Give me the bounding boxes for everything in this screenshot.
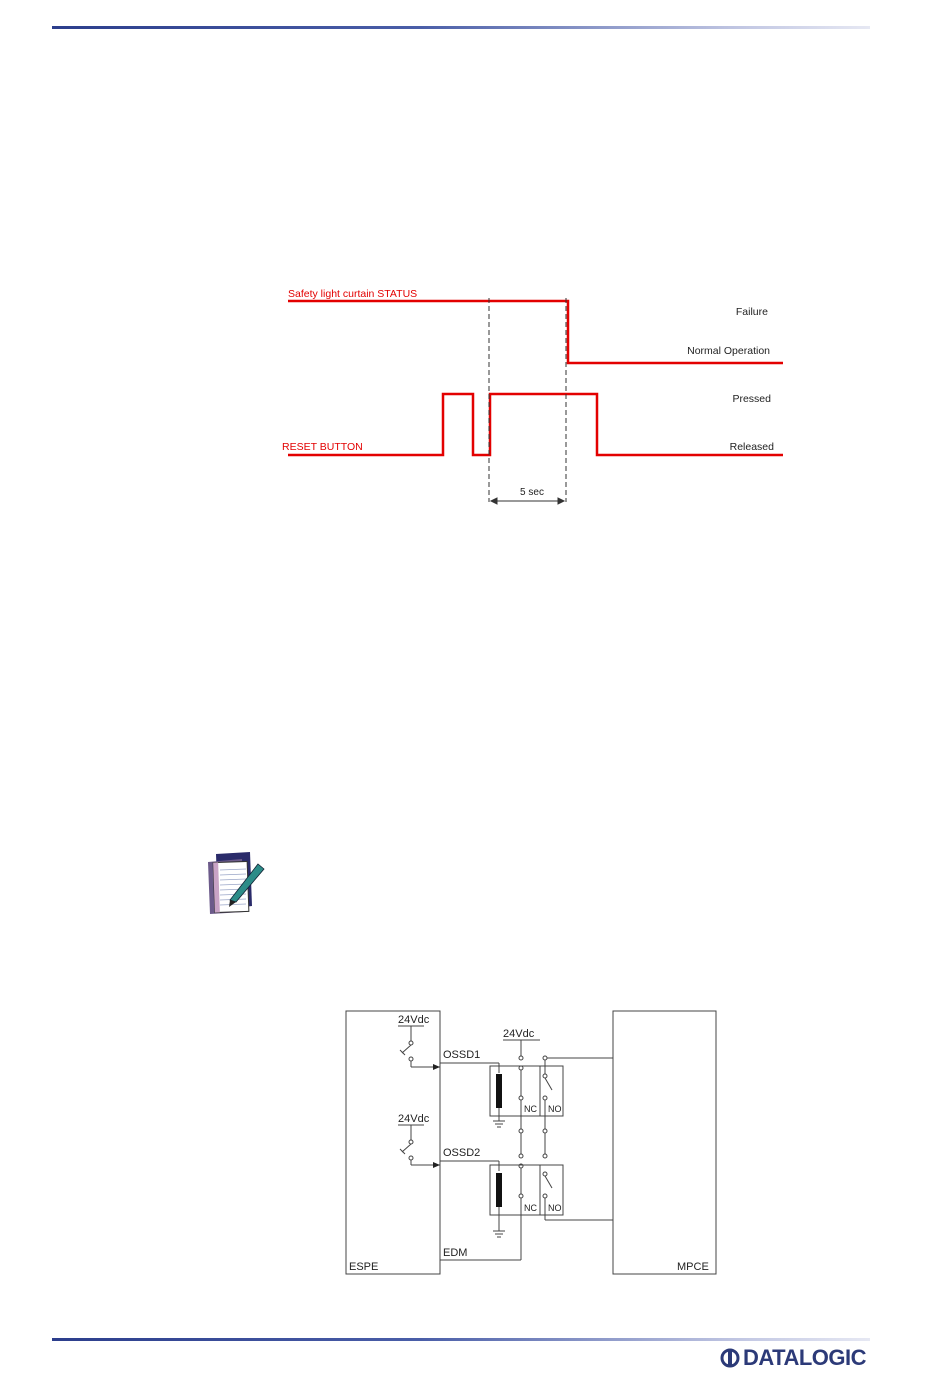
- espe-supply-2-label: 24Vdc: [398, 1113, 430, 1125]
- edm-wiring-diagram: 24Vdc 24Vdc 24Vdc OSSD1 OSSD2 EDM ESPE M…: [340, 1008, 720, 1278]
- normal-operation-label: Normal Operation: [687, 345, 770, 357]
- footer-rule: [52, 1338, 870, 1341]
- pressed-state-label: Pressed: [732, 393, 771, 405]
- reset-timing-diagram: Safety light curtain STATUS RESET BUTTON…: [270, 280, 800, 510]
- note-icon: [204, 850, 266, 916]
- header-rule: [52, 26, 870, 29]
- released-state-label: Released: [730, 441, 775, 453]
- edm-label: EDM: [443, 1247, 467, 1259]
- espe-label: ESPE: [349, 1261, 378, 1273]
- espe-block: [346, 1011, 440, 1274]
- relay-coil-k2: [496, 1173, 502, 1207]
- interval-label: 5 sec: [520, 487, 544, 498]
- failure-state-label: Failure: [736, 306, 768, 318]
- relay-supply-label: 24Vdc: [503, 1028, 535, 1040]
- relay-k1-no-label: NO: [548, 1104, 562, 1114]
- relay-k2-nc-label: NC: [524, 1203, 537, 1213]
- relay-k1-nc-label: NC: [524, 1104, 537, 1114]
- brand-name: DATALOGIC: [743, 1345, 866, 1371]
- interval-arrow: [491, 498, 564, 504]
- mpce-block: [613, 1011, 716, 1274]
- ossd2-label: OSSD2: [443, 1147, 480, 1159]
- ossd1-label: OSSD1: [443, 1049, 480, 1061]
- status-signal-label: Safety light curtain STATUS: [288, 288, 417, 300]
- brand-logo: DATALOGIC: [720, 1346, 866, 1370]
- reset-signal-label: RESET BUTTON: [282, 441, 363, 453]
- espe-supply-1-label: 24Vdc: [398, 1014, 430, 1026]
- mpce-label: MPCE: [677, 1261, 709, 1273]
- datalogic-logo-icon: [720, 1348, 740, 1368]
- relay-coil-k1: [496, 1074, 502, 1108]
- relay-k2-no-label: NO: [548, 1203, 562, 1213]
